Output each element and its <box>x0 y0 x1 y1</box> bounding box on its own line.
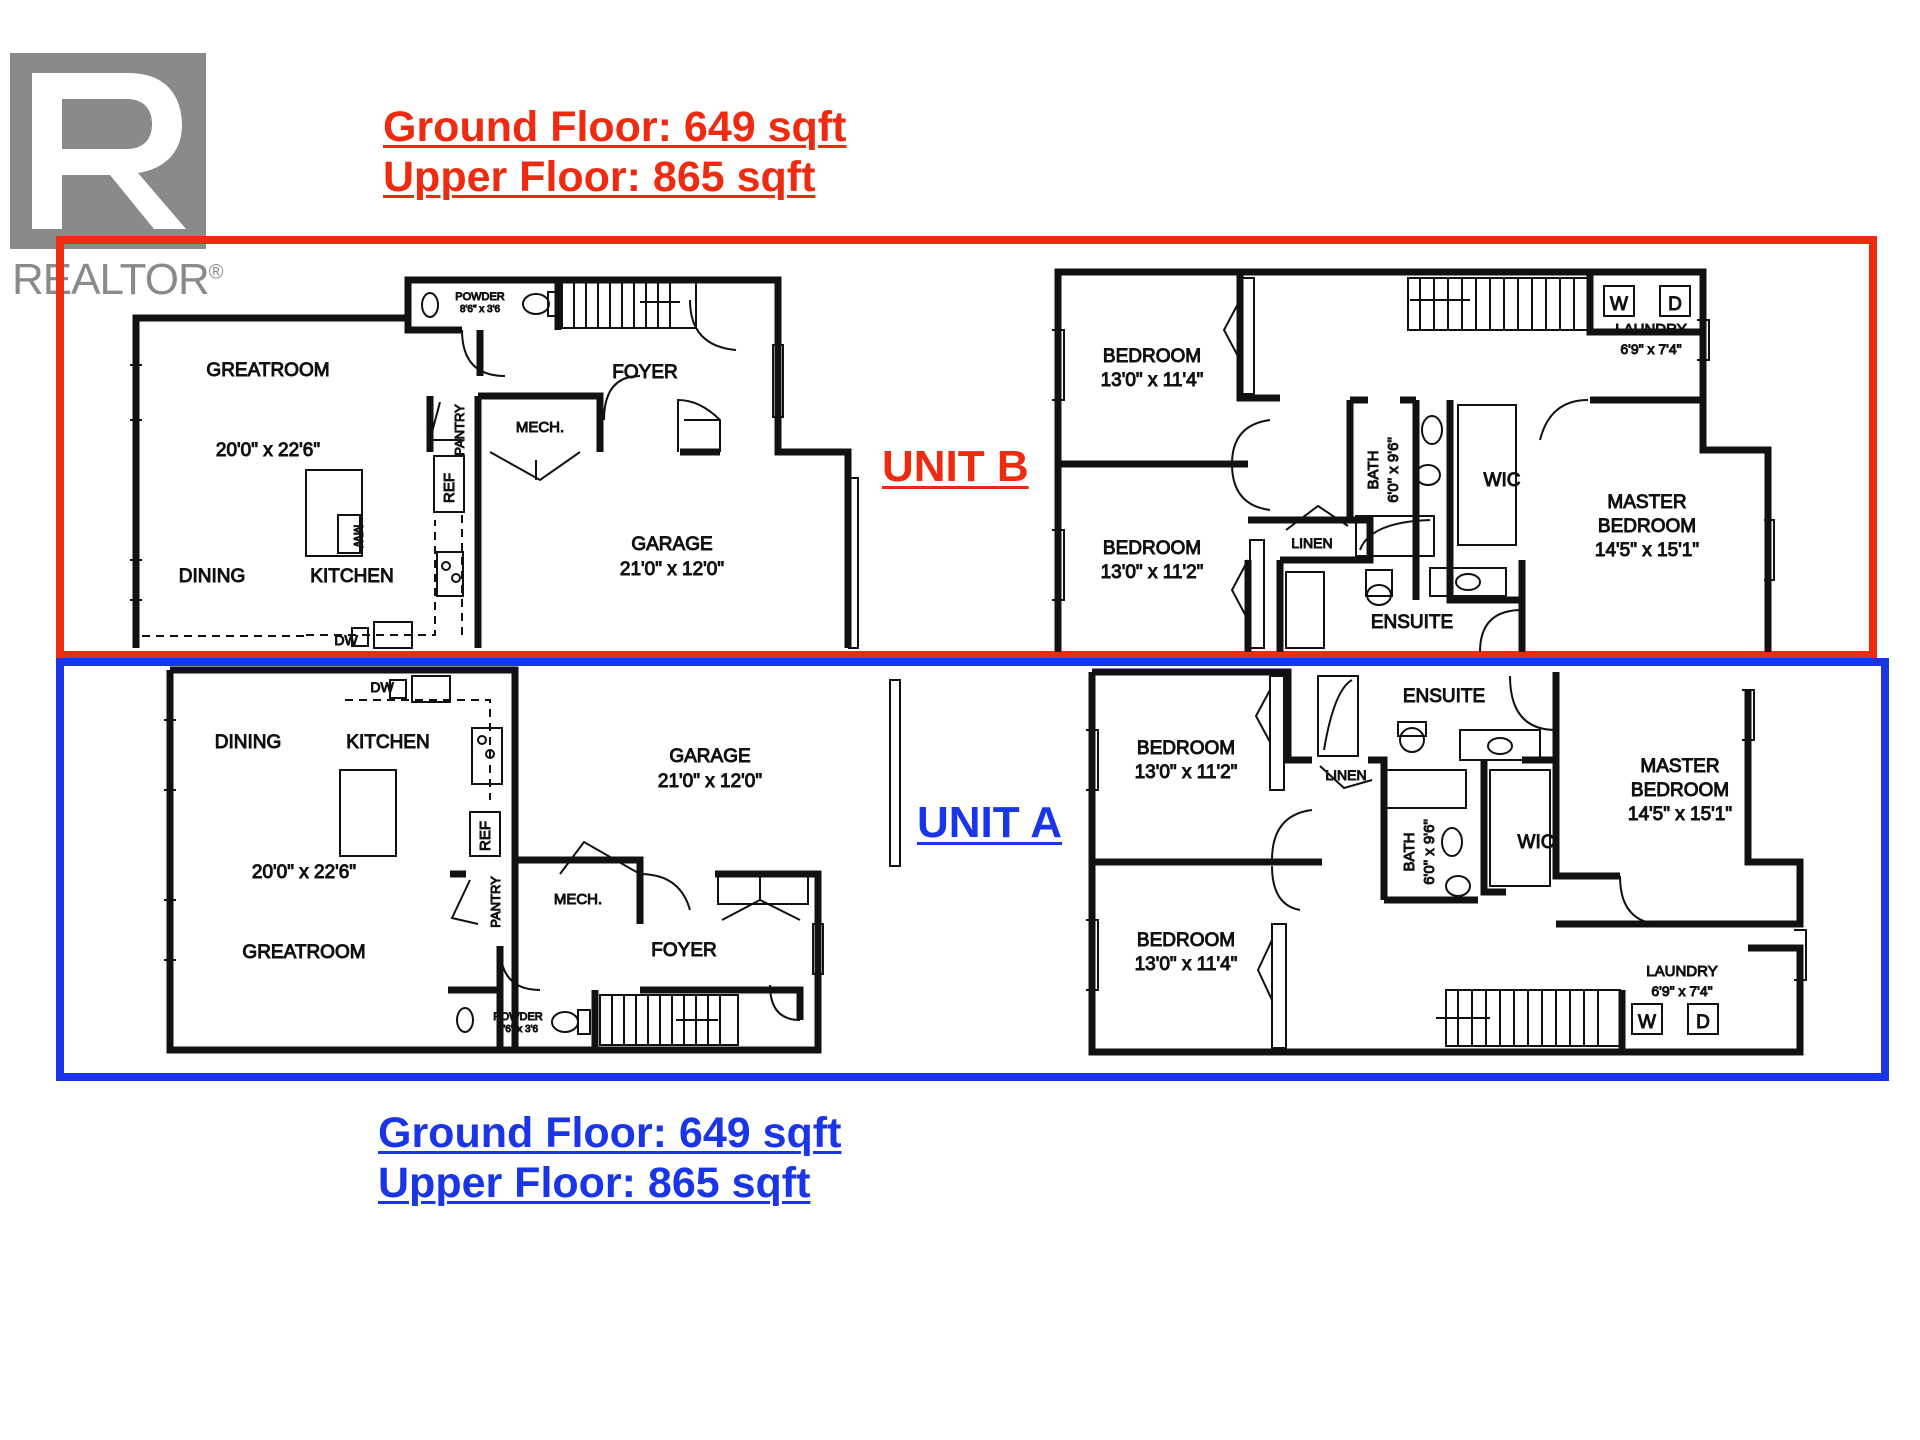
unit-b-master-label1: MASTER <box>1607 492 1686 513</box>
unit-a-bedroom2-dim: 13'0" x 11'4" <box>1135 954 1238 975</box>
unit-b-ground-area: Ground Floor: 649 sqft <box>383 103 847 151</box>
unit-b-bath-label: BATH <box>1365 451 1382 490</box>
unit-a-upper-floor: ENSUITE BEDROOM 13'0" x 11'2" BEDROOM 13… <box>1086 668 1807 1056</box>
unit-b-outline <box>56 236 1877 659</box>
unit-a-dining-label: DINING <box>215 732 282 753</box>
unit-b-garage-label: GARAGE <box>631 534 712 555</box>
unit-b-upper-floor: BEDROOM 13'0" x 11'4" BEDROOM 13'0" x 11… <box>1052 268 1775 653</box>
unit-b-mech-label: MECH. <box>516 419 564 436</box>
unit-a-greatroom-label: GREATROOM <box>242 942 365 963</box>
unit-b-upper-area: Upper Floor: 865 sqft <box>383 153 816 201</box>
unit-b-foyer-label: FOYER <box>612 362 677 383</box>
unit-b-label: UNIT B <box>882 442 1029 491</box>
realtor-logo <box>10 53 206 249</box>
unit-b-ensuite-label: ENSUITE <box>1371 612 1453 633</box>
unit-b-laundry-dim: 6'9" x 7'4" <box>1620 341 1681 357</box>
unit-b-powder-dim: 8'6" x 3'6 <box>460 304 501 315</box>
unit-a-master-label2: BEDROOM <box>1631 780 1729 801</box>
unit-a-label: UNIT A <box>917 798 1063 847</box>
unit-a-greatroom-dim: 20'0" x 22'6" <box>252 862 356 883</box>
unit-a-garage-dim: 21'0" x 12'0" <box>658 771 762 792</box>
unit-b-powder-label: POWDER <box>455 291 505 303</box>
unit-a-mech-label: MECH. <box>554 891 602 908</box>
unit-a-kitchen-label: KITCHEN <box>346 732 429 753</box>
unit-a-laundry-dim: 6'9" x 7'4" <box>1651 983 1712 999</box>
unit-a-garage-label: GARAGE <box>669 746 750 767</box>
unit-a-upper-area: Upper Floor: 865 sqft <box>378 1159 811 1207</box>
unit-b-laundry-label: LAUNDRY <box>1615 321 1686 338</box>
unit-a-ref-label: REF <box>477 821 494 851</box>
unit-b-washer-label: W <box>1610 294 1628 315</box>
unit-b-dryer-label: D <box>1668 294 1682 315</box>
unit-b-wic-label: WIC <box>1484 470 1521 491</box>
unit-b-bedroom2-label: BEDROOM <box>1103 538 1201 559</box>
realtor-wordmark: REALTOR® <box>12 255 223 305</box>
unit-a-bedroom1-label: BEDROOM <box>1137 738 1235 759</box>
unit-b-bedroom2-dim: 13'0" x 11'2" <box>1101 562 1204 583</box>
unit-b-greatroom-label: GREATROOM <box>206 360 329 381</box>
unit-b-mw-label: MW <box>351 524 366 548</box>
unit-b-bedroom1-dim: 13'0" x 11'4" <box>1101 370 1204 391</box>
unit-b-greatroom-dim: 20'0" x 22'6" <box>216 440 320 461</box>
unit-b-pantry-label: PANTRY <box>452 404 467 456</box>
unit-a-laundry-label: LAUNDRY <box>1646 963 1717 980</box>
unit-b-kitchen-label: KITCHEN <box>310 566 393 587</box>
unit-a-wic-label: WIC <box>1518 832 1555 853</box>
unit-a-linen-label: LINEN <box>1325 767 1366 783</box>
unit-b-dining-label: DINING <box>179 566 246 587</box>
unit-b-dw-label: DW <box>334 632 358 648</box>
unit-b-linen-label: LINEN <box>1291 535 1332 551</box>
unit-b-garage-dim: 21'0" x 12'0" <box>620 559 724 580</box>
unit-a-dryer-label: D <box>1696 1012 1710 1033</box>
unit-b-ref-label: REF <box>441 473 458 503</box>
unit-a-bedroom1-dim: 13'0" x 11'2" <box>1135 762 1238 783</box>
unit-a-foyer-label: FOYER <box>651 940 716 961</box>
unit-b-ground-floor: GREATROOM 20'0" x 22'6" DINING KITCHEN P… <box>130 276 859 649</box>
unit-a-ground-area: Ground Floor: 649 sqft <box>378 1109 842 1157</box>
realtor-logo-mark <box>10 53 206 249</box>
unit-a-powder-label: POWDER <box>493 1011 543 1023</box>
unit-b-master-dim: 14'5" x 15'1" <box>1595 540 1699 561</box>
unit-a-bath-dim: 6'0" x 9'6" <box>1421 819 1438 885</box>
unit-a-bath-label: BATH <box>1401 833 1418 872</box>
unit-a-master-dim: 14'5" x 15'1" <box>1628 804 1732 825</box>
unit-a-dw-label: DW <box>370 679 394 695</box>
realtor-wordmark-text: REALTOR <box>12 255 210 304</box>
unit-a-ensuite-label: ENSUITE <box>1403 686 1485 707</box>
unit-a-ground-floor: DINING KITCHEN 20'0" x 22'6" GREATROOM P… <box>164 666 901 1054</box>
registered-mark: ® <box>208 261 224 284</box>
unit-a-pantry-label: PANTRY <box>488 876 503 928</box>
unit-a-outline <box>56 658 1889 1081</box>
unit-b-bedroom1-label: BEDROOM <box>1103 346 1201 367</box>
unit-a-bedroom2-label: BEDROOM <box>1137 930 1235 951</box>
unit-a-master-label1: MASTER <box>1640 756 1719 777</box>
unit-b-bath-dim: 6'0" x 9'6" <box>1385 437 1402 503</box>
unit-a-washer-label: W <box>1638 1012 1656 1033</box>
unit-a-powder-dim: 8'6" x 3'6 <box>498 1024 539 1035</box>
unit-b-master-label2: BEDROOM <box>1598 516 1696 537</box>
